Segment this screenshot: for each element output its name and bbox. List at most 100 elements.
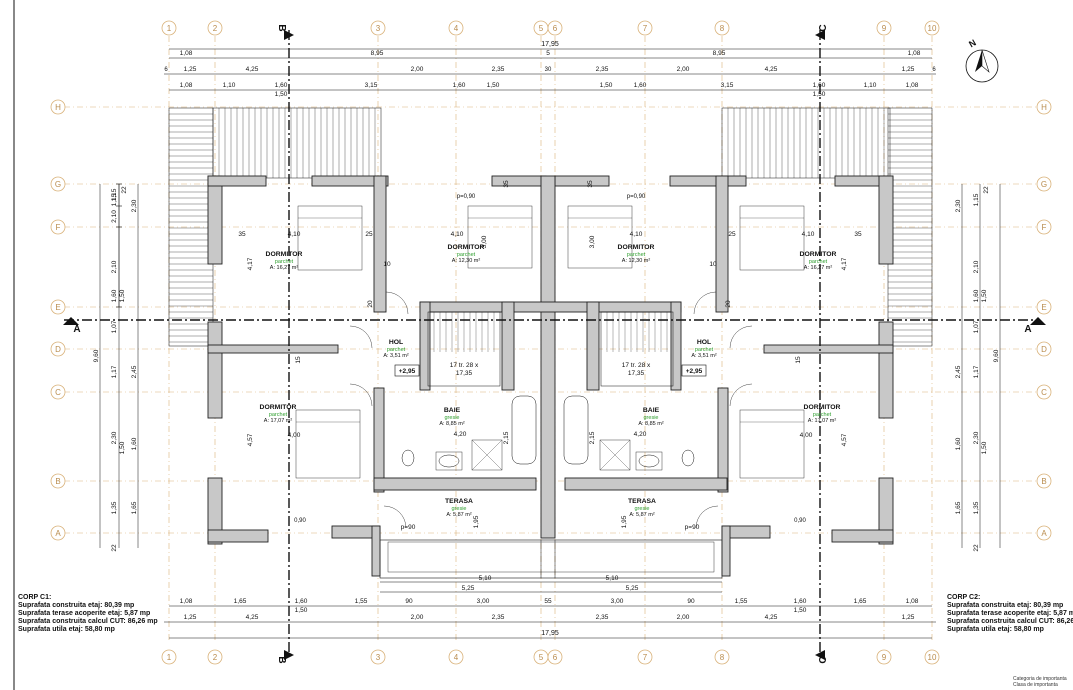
wall (491, 175, 547, 187)
door-swing (693, 291, 717, 315)
vdim-text: 1,17 (111, 365, 118, 378)
dim-text: 90 (687, 598, 695, 605)
grid-bubble (547, 649, 563, 665)
room-name: DORMITOR (260, 404, 297, 411)
room-floor: parchet (387, 347, 406, 353)
summary-right-line: Suprafata construita etaj: 80,39 mp (947, 602, 1064, 609)
grid-bubble (50, 176, 66, 192)
summary-left-line: Suprafata construita calcul CUT: 86,26 m… (18, 618, 158, 625)
grid-col-label: 2 (213, 653, 218, 662)
vdim-text: 2,45 (955, 365, 962, 378)
inner-dim: 4,10 (288, 231, 301, 238)
wall (207, 344, 339, 354)
vdim-text: 22 (121, 186, 128, 194)
inner-dim: 0,90 (294, 518, 306, 524)
wall (540, 175, 556, 539)
dim-text: 8,95 (713, 50, 726, 57)
title-stamp: Categoria de importanta Clasa de importa… (1013, 676, 1067, 688)
dim-text: 5 (546, 50, 550, 57)
dim-text: 1,08 (906, 82, 919, 89)
grid-col-label: 4 (454, 653, 459, 662)
dim-total-bottom: 17,95 (541, 630, 559, 637)
grid-row-label: G (55, 180, 61, 189)
summary-right-line: Suprafata utila etaj: 58,80 mp (947, 626, 1044, 633)
door-swing (349, 383, 373, 407)
room-name: HOL (389, 339, 403, 346)
vdim-text: 1,60 (973, 289, 980, 302)
room-area: A: 3,51 m² (383, 353, 409, 359)
summary-right-title: CORP C2: (947, 594, 981, 601)
grid-col-label: 9 (882, 653, 887, 662)
section-label-a: A (1024, 324, 1031, 335)
dim-text: 1,50 (813, 91, 826, 98)
room-name: DORMITOR (800, 251, 837, 258)
vdim-text: 9,60 (993, 349, 1000, 362)
level-box (681, 364, 707, 377)
vdim-text: 1,60 (131, 437, 138, 450)
grid-col-label: 5 (539, 24, 544, 33)
inner-dim: 3,00 (481, 235, 488, 248)
vdim-text: 9,60 (93, 349, 100, 362)
wall (207, 175, 223, 265)
dim-text: 90 (405, 598, 413, 605)
dim-text: 4,25 (246, 614, 259, 621)
vdim-text: 1,15 (111, 188, 118, 201)
wall (878, 175, 894, 265)
grid-bubble (1036, 219, 1052, 235)
grid-bubble (370, 20, 386, 36)
section-label-a: A (73, 324, 80, 335)
dim-text: 1,08 (180, 82, 193, 89)
wall (564, 477, 728, 491)
room-floor: parchet (269, 412, 288, 418)
grid-bubble (1036, 473, 1052, 489)
dim-text: 8,95 (371, 50, 384, 57)
door-swing (729, 325, 753, 349)
grid-row-label: C (55, 388, 61, 397)
shower-x (471, 439, 503, 471)
grid-row-label: E (1041, 303, 1046, 312)
vdim-text: 2,30 (955, 199, 962, 212)
wall (419, 301, 431, 391)
dim-text: 1,60 (275, 82, 288, 89)
dim-text: 1,60 (813, 82, 826, 89)
grid-bubble (207, 649, 223, 665)
inner-dim: 4,57 (247, 433, 254, 446)
room-name: TERASA (445, 498, 473, 505)
dim-text: 1,65 (234, 598, 247, 605)
inner-dim: 4,20 (454, 431, 467, 438)
grid-row-label: F (1042, 223, 1047, 232)
vdim-text: 22 (973, 544, 980, 552)
dim-text: 2,35 (596, 66, 609, 73)
inner-dim: 20 (725, 300, 732, 308)
level-label: +2,95 (686, 368, 703, 375)
grid-col-label: 6 (553, 24, 558, 33)
grid-col-label: 3 (376, 653, 381, 662)
stair-label: 17 tr. 28 x (450, 362, 479, 369)
dim-text: 4,25 (765, 614, 778, 621)
wall (501, 301, 515, 391)
wall (207, 477, 223, 545)
terrace-inner (387, 541, 715, 573)
door-swing (385, 291, 409, 315)
wall (670, 301, 682, 391)
grid-row-label: A (1041, 529, 1047, 538)
grid-row-label: B (1041, 477, 1046, 486)
summary-left: CORP C1: Suprafata construita etaj: 80,3… (18, 594, 158, 634)
section-label-b: B (276, 656, 287, 663)
dim-text: 4,25 (246, 66, 259, 73)
inner-dim: p=0,90 (627, 194, 646, 200)
inner-dim: 2,15 (503, 431, 510, 444)
vdim-text: 2,10 (111, 260, 118, 273)
vdim-text: 2,45 (131, 365, 138, 378)
bed (739, 409, 805, 479)
summary-left-title: CORP C1: (18, 594, 52, 601)
dim-text: 2,35 (492, 614, 505, 621)
grid-row-label: D (55, 345, 61, 354)
vdim-text: 22 (983, 186, 990, 194)
room-floor: gresie (452, 506, 467, 512)
wall (373, 175, 387, 313)
stair-label: 17 tr. 28 x (622, 362, 651, 369)
grid-bubble (448, 20, 464, 36)
grid-bubble (1036, 99, 1052, 115)
